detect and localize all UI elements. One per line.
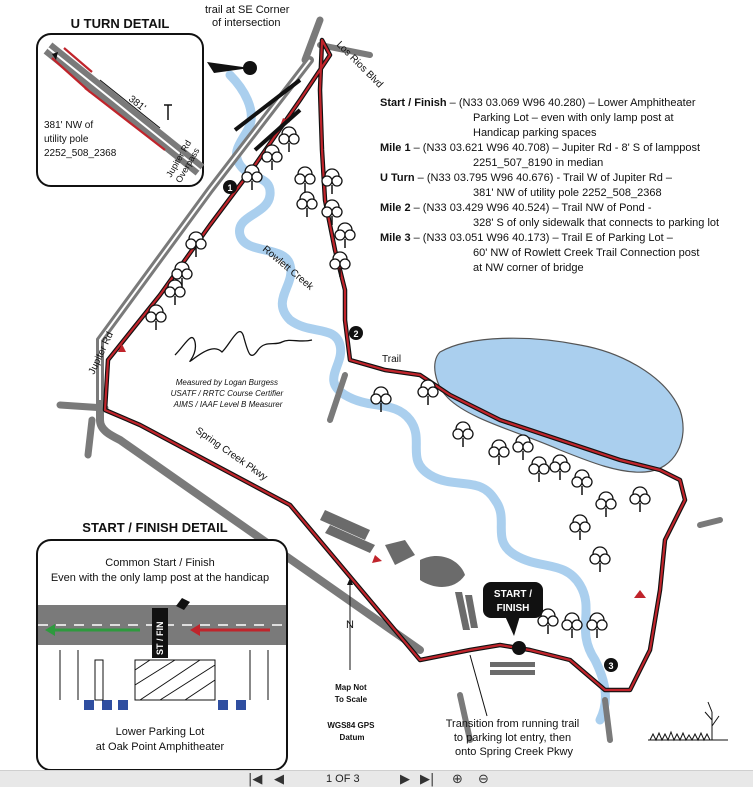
scale-note: Map Not To Scale WGS84 GPS Datum bbox=[327, 683, 376, 742]
svg-text:Lower Parking Lot: Lower Parking Lot bbox=[116, 726, 205, 738]
previous-page-icon[interactable]: ◀ bbox=[274, 772, 284, 787]
north-arrow: N bbox=[346, 578, 354, 670]
svg-text:START /: START / bbox=[494, 589, 532, 600]
svg-text:Common Start / Finish: Common Start / Finish bbox=[105, 557, 214, 569]
los-rios-label: Los Rios Blvd bbox=[334, 39, 385, 90]
start-finish-callout: START / FINISH bbox=[483, 582, 543, 655]
svg-text:START / FINISH DETAIL: START / FINISH DETAIL bbox=[82, 520, 227, 535]
mile-marker-1: 1 bbox=[223, 180, 237, 194]
pdf-viewer-toolbar: |◀ ◀ 1 OF 3 ▶ ▶| ⊕ ⊖ bbox=[0, 770, 753, 787]
transition-leader bbox=[469, 654, 488, 717]
svg-text:N: N bbox=[346, 619, 354, 631]
legend-start: Start / Finish – (N33 03.069 W96 40.280)… bbox=[380, 97, 696, 139]
svg-text:Even with the only lamp post a: Even with the only lamp post at the hand… bbox=[51, 572, 269, 584]
first-page-icon[interactable]: |◀ bbox=[248, 772, 263, 787]
parking-lots bbox=[320, 510, 535, 675]
svg-text:at Oak Point Amphitheater: at Oak Point Amphitheater bbox=[96, 741, 225, 753]
checkpoint-legend: Start / Finish – (N33 03.069 W96 40.280)… bbox=[380, 96, 750, 276]
svg-text:3: 3 bbox=[608, 661, 613, 671]
measured-by: Measured by Logan Burgess USATF / RRTC C… bbox=[171, 378, 286, 409]
legend-mile1: Mile 1 – (N33 03.621 W96 40.708) – Jupit… bbox=[380, 142, 701, 169]
legend-mile3: Mile 3 – (N33 03.051 W96 40.173) – Trail… bbox=[380, 232, 700, 274]
page-count: 1 OF 3 bbox=[326, 773, 360, 785]
legend-uturn: U Turn – (N33 03.795 W96 40.676) - Trail… bbox=[380, 172, 673, 199]
course-map-page: trail at SE Corner of intersection Los R… bbox=[36, 4, 750, 771]
overpass bbox=[233, 78, 302, 152]
start-finish-detail-inset: START / FINISH DETAIL Common Start / Fin… bbox=[36, 520, 288, 771]
next-page-icon[interactable]: ▶ bbox=[400, 772, 410, 787]
zoom-in-icon[interactable]: ⊕ bbox=[452, 772, 463, 787]
mile-marker-2: 2 bbox=[349, 326, 363, 340]
last-page-icon[interactable]: ▶| bbox=[420, 772, 435, 787]
surveyor-signature bbox=[174, 330, 313, 362]
grass-decoration bbox=[648, 701, 728, 742]
svg-text:381' NW of utility pole: 381' NW of utility pole 2252_508_2368 bbox=[44, 120, 117, 159]
svg-text:U TURN DETAIL: U TURN DETAIL bbox=[71, 16, 170, 31]
course-map: trail at SE Corner of intersection Los R… bbox=[36, 4, 728, 771]
mile-marker-3: 3 bbox=[604, 658, 618, 672]
transition-note: Transition from running trail to parking… bbox=[446, 718, 583, 758]
trail-label: Trail bbox=[382, 354, 401, 365]
legend-mile2: Mile 2 – (N33 03.429 W96 40.524) – Trail… bbox=[380, 202, 720, 229]
uturn-detail-inset: U TURN DETAIL 381' 381' NW of utility po… bbox=[36, 16, 205, 187]
zoom-out-icon[interactable]: ⊖ bbox=[478, 772, 489, 787]
svg-text:2: 2 bbox=[353, 329, 358, 339]
svg-text:1: 1 bbox=[227, 183, 232, 193]
svg-text:ST / FIN: ST / FIN bbox=[155, 622, 165, 656]
svg-text:FINISH: FINISH bbox=[497, 603, 530, 614]
top-note: trail at SE Corner of intersection bbox=[205, 4, 292, 29]
